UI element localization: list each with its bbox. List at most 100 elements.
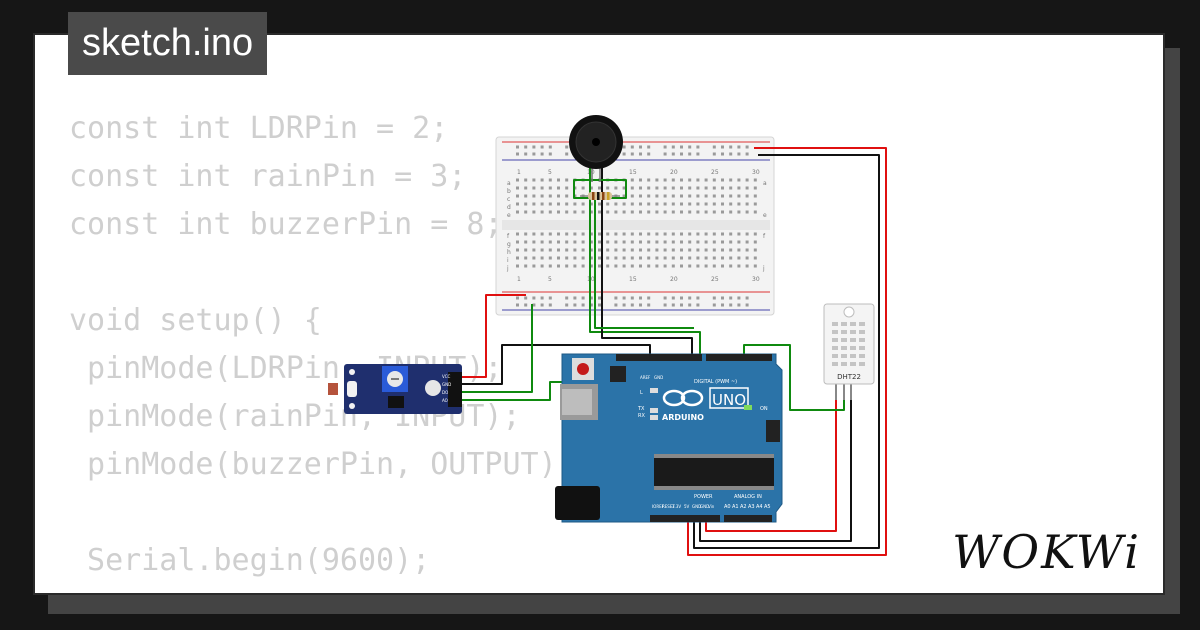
wire-green bbox=[589, 152, 701, 358]
dht-grille-slot bbox=[850, 362, 856, 366]
dht-grille-slot bbox=[832, 362, 838, 366]
breadboard-hole bbox=[565, 152, 569, 156]
breadboard-hole bbox=[548, 248, 552, 252]
l-led-label: L bbox=[640, 390, 643, 396]
breadboard-hole bbox=[532, 145, 536, 149]
dht-grille-slot bbox=[859, 330, 865, 334]
dht-grille-slot bbox=[850, 330, 856, 334]
breadboard-hole bbox=[688, 178, 692, 182]
dht-grille-slot bbox=[832, 322, 838, 326]
breadboard-hole bbox=[557, 194, 560, 198]
breadboard-hole bbox=[663, 303, 667, 307]
ldr-sensor-module[interactable]: VCC GND DO AO bbox=[328, 364, 462, 414]
breadboard-hole bbox=[532, 240, 536, 244]
breadboard-hole bbox=[524, 303, 528, 307]
resistor[interactable] bbox=[580, 192, 620, 200]
code-line: pinMode(rainPin, INPUT); bbox=[69, 399, 521, 434]
breadboard-hole bbox=[581, 264, 585, 268]
breadboard-hole bbox=[516, 256, 519, 260]
breadboard[interactable]: 1 5 10 15 20 25 30 1 5 10 15 20 25 30 a … bbox=[495, 136, 775, 316]
breadboard-hole bbox=[516, 210, 519, 214]
breadboard-hole bbox=[745, 256, 749, 260]
wire-green bbox=[573, 179, 627, 199]
breadboard-hole bbox=[639, 178, 642, 182]
breadboard-hole bbox=[516, 145, 519, 149]
power-pin-ioref: IOREF bbox=[652, 504, 665, 509]
analog-pin-a5: A5 bbox=[764, 504, 771, 510]
breadboard-hole bbox=[712, 264, 716, 268]
breadboard-hole bbox=[680, 248, 683, 252]
breadboard-hole bbox=[639, 186, 642, 190]
breadboard-hole bbox=[753, 264, 757, 268]
breadboard-hole bbox=[606, 256, 610, 260]
breadboard-hole bbox=[516, 248, 519, 252]
breadboard-hole bbox=[745, 178, 749, 182]
breadboard-hole bbox=[532, 264, 536, 268]
breadboard-hole bbox=[688, 186, 692, 190]
breadboard-hole bbox=[516, 264, 519, 268]
preview-card: const int LDRPin = 2;const int rainPin =… bbox=[33, 33, 1165, 595]
breadboard-hole bbox=[680, 256, 683, 260]
bb-col-20: 20 bbox=[670, 276, 678, 283]
breadboard-hole bbox=[745, 152, 749, 156]
breadboard-hole bbox=[540, 248, 544, 252]
breadboard-hole bbox=[737, 256, 741, 260]
wires[interactable] bbox=[462, 147, 887, 556]
breadboard-hole bbox=[630, 232, 634, 236]
breadboard-hole bbox=[532, 296, 536, 300]
breadboard-hole bbox=[573, 240, 577, 244]
pin-do-label: DO bbox=[442, 390, 448, 395]
breadboard-hole bbox=[737, 152, 741, 156]
breadboard-hole bbox=[721, 296, 724, 300]
dht22-sensor[interactable]: DHT22 bbox=[823, 303, 875, 400]
breadboard-hole bbox=[540, 256, 544, 260]
breadboard-hole bbox=[663, 248, 667, 252]
breadboard-hole bbox=[622, 296, 626, 300]
breadboard-hole bbox=[647, 256, 651, 260]
breadboard-hole bbox=[614, 186, 618, 190]
buzzer[interactable] bbox=[569, 115, 623, 182]
breadboard-hole bbox=[524, 256, 528, 260]
bb-col-25: 25 bbox=[711, 169, 719, 176]
breadboard-hole bbox=[540, 240, 544, 244]
bb-row-f: f bbox=[507, 233, 510, 240]
breadboard-hole bbox=[540, 186, 544, 190]
breadboard-hole bbox=[688, 248, 692, 252]
bb-row-c: c bbox=[507, 196, 510, 203]
bb-col-5: 5 bbox=[548, 276, 552, 283]
breadboard-hole bbox=[721, 186, 724, 190]
breadboard-hole bbox=[671, 264, 675, 268]
breadboard-hole bbox=[573, 202, 577, 206]
dht-grille-slot bbox=[841, 362, 847, 366]
breadboard-hole bbox=[712, 232, 716, 236]
breadboard-hole bbox=[639, 202, 642, 206]
bb-row-g: g bbox=[507, 241, 511, 248]
arduino-uno[interactable]: UNO ARDUINO DIGITAL (PWM ~) POWER ANALOG… bbox=[555, 353, 783, 523]
breadboard-hole bbox=[680, 303, 683, 307]
breadboard-hole bbox=[557, 240, 560, 244]
circuit-diagram: 1 5 10 15 20 25 30 1 5 10 15 20 25 30 a … bbox=[328, 115, 887, 556]
breadboard-hole bbox=[712, 303, 716, 307]
breadboard-hole bbox=[696, 296, 700, 300]
power-pin-gnd: GND bbox=[692, 504, 701, 509]
code-line: void setup() { bbox=[69, 303, 322, 338]
breadboard-hole bbox=[565, 248, 569, 252]
breadboard-hole bbox=[548, 152, 552, 156]
breadboard-hole bbox=[622, 186, 626, 190]
breadboard-hole bbox=[688, 145, 692, 149]
breadboard-hole bbox=[532, 202, 536, 206]
breadboard-hole bbox=[548, 178, 552, 182]
breadboard-hole bbox=[532, 178, 536, 182]
bb-row-h: h bbox=[507, 249, 511, 256]
breadboard-hole bbox=[622, 145, 626, 149]
wokwi-logo: WOKWi bbox=[952, 525, 1141, 579]
breadboard-hole bbox=[573, 210, 577, 214]
breadboard-hole bbox=[647, 210, 651, 214]
breadboard-hole bbox=[614, 202, 618, 206]
breadboard-hole bbox=[532, 194, 536, 198]
breadboard-hole bbox=[721, 152, 724, 156]
breadboard-hole bbox=[598, 256, 601, 260]
breadboard-hole bbox=[753, 194, 757, 198]
breadboard-hole bbox=[557, 210, 560, 214]
breadboard-hole bbox=[565, 145, 569, 149]
